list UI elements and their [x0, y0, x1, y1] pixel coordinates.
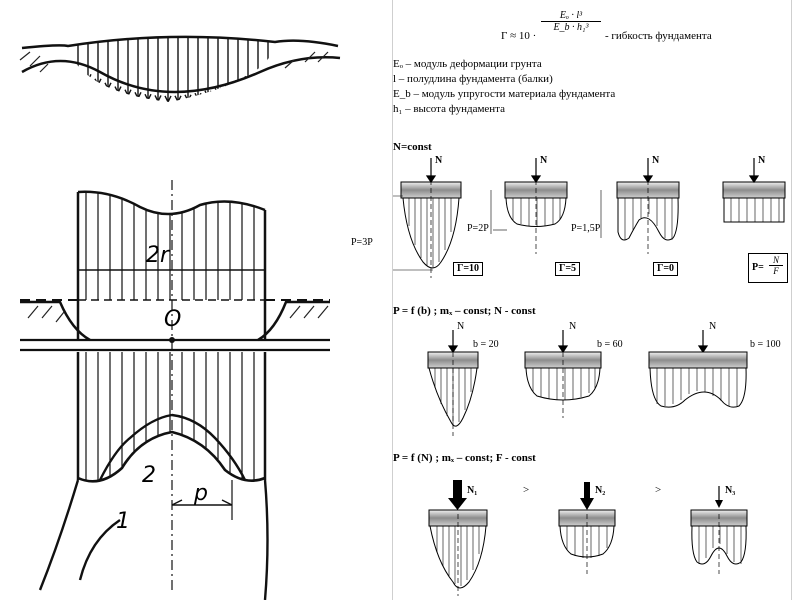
s3-force-label-n2: N₂: [595, 485, 606, 496]
ground-line: [20, 299, 330, 352]
s2-force-label-1: N: [457, 321, 465, 332]
label-1: 1: [116, 509, 130, 534]
s1-gamma-10: Г=10: [453, 262, 484, 276]
s1-foundation-uniform: [722, 181, 786, 223]
s3-comparator-2: >: [655, 484, 662, 496]
load-arrowhead: [74, 69, 82, 78]
s1-p-label-15p: P=1,5P: [571, 223, 601, 234]
s1-force-label-3: N: [652, 155, 660, 166]
formula-fraction: Eₒ · l³ E_b · h₁³: [541, 10, 601, 33]
formula-caption: - гибкость фундамента: [605, 30, 712, 42]
s1-force-label-2: N: [540, 155, 548, 166]
s3-comparator-1: >: [523, 484, 530, 496]
s1-uniform-fraction: N F: [769, 255, 783, 276]
section2-diagrams: [427, 330, 748, 436]
s2-foundation-b60: [524, 351, 602, 418]
s2-foundation-b20: [427, 351, 479, 436]
s1-uniform-num: N: [769, 255, 783, 266]
s3-foundation-n3: [690, 509, 748, 574]
legend-line-0: Eₒ – модуль деформации грунта: [393, 58, 542, 70]
s1-force-arrows: [425, 158, 760, 184]
s2-force-label-2: N: [569, 321, 577, 332]
upper-foundation-block: [76, 180, 267, 590]
s1-foundation-g5: [490, 164, 568, 254]
s3-force-label-n1: N₁: [467, 485, 478, 496]
s1-uniform-box: P= N F: [748, 253, 788, 283]
legend-line-3: h₁ – высота фундамента: [393, 103, 506, 115]
section1-diagrams: [393, 158, 786, 278]
s3-force-arrows: [448, 480, 723, 510]
section2-title: P = f (b) ; mₓ – const; N - const: [393, 305, 536, 317]
label-p: p: [193, 481, 208, 506]
legend-line-2: E_b – модуль упругости материала фундаме…: [393, 88, 616, 100]
s1-uniform-den: F: [773, 266, 779, 276]
label-2: 2: [142, 463, 156, 488]
s1-force-label-1: N: [435, 155, 443, 166]
s1-foundation-g10: [393, 164, 462, 278]
s1-gamma-0: Г=0: [653, 262, 679, 276]
s1-force-label-4: N: [758, 155, 766, 166]
s3-foundation-n1: [428, 509, 488, 596]
foundation-sketch: 2r O: [19, 35, 341, 601]
s3-foundation-n2: [558, 509, 616, 574]
section1-title: N=const: [393, 141, 432, 153]
s2-b-label-20: b = 20: [473, 339, 499, 350]
section3-title: P = f (N) ; mₓ – const; F - const: [393, 452, 536, 464]
label-o: O: [164, 307, 181, 332]
legend-line-1: l – полудлина фундамента (балки): [393, 73, 553, 85]
s2-foundation-b100: [648, 351, 748, 408]
formula-denominator: E_b · h₁³: [553, 22, 589, 33]
s2-b-label-100: b = 100: [750, 339, 781, 350]
label-2r: 2r: [146, 243, 171, 268]
s2-force-label-3: N: [709, 321, 717, 332]
s2-b-label-60: b = 60: [597, 339, 623, 350]
s1-gamma-5: Г=5: [555, 262, 581, 276]
s1-p-label-3p: P=3P: [351, 237, 373, 248]
right-panel: Г ≈ 10 · Eₒ · l³ E_b · h₁³ - гибкость фу…: [351, 0, 792, 600]
left-sketch: 2r O: [0, 0, 380, 601]
s1-uniform-lhs: P=: [752, 262, 764, 273]
load-arrowhead: [224, 84, 232, 92]
s2-force-arrows: [447, 330, 709, 354]
section3-diagrams: [428, 480, 748, 596]
formula-numerator: Eₒ · l³: [541, 10, 601, 22]
s1-foundation-g0: [600, 164, 680, 254]
formula-lhs: Г ≈ 10 ·: [501, 30, 537, 42]
s3-force-label-n3: N₃: [725, 485, 736, 496]
top-load-diagram: [19, 35, 341, 102]
s1-p-label-2p: P=2P: [467, 223, 489, 234]
